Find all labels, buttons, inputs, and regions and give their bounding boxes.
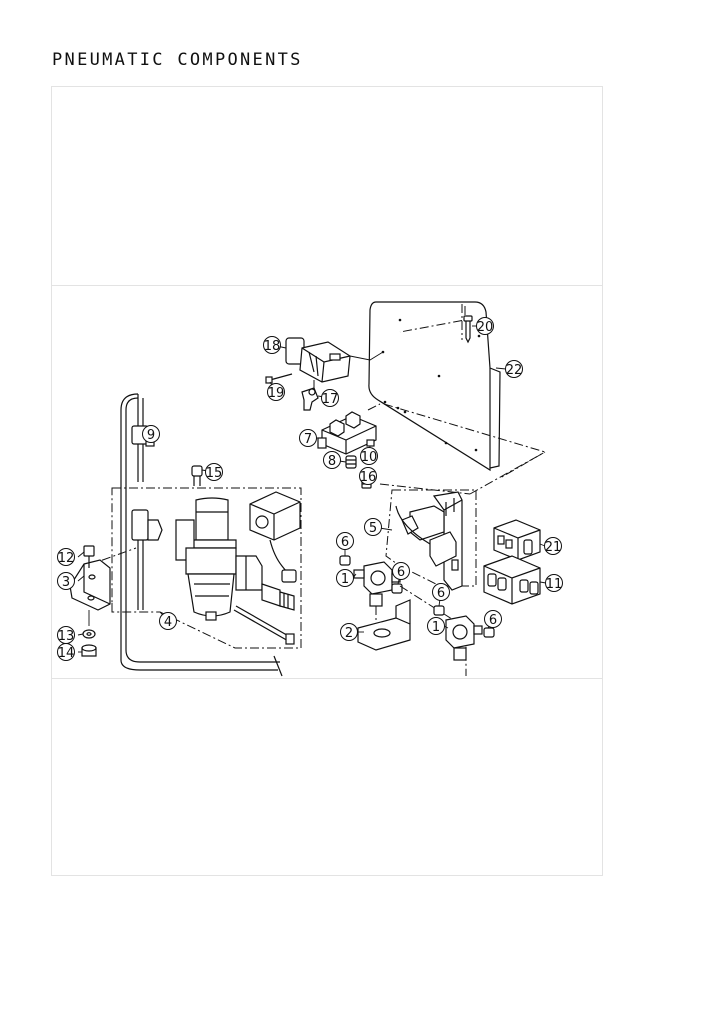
fitting-6-c xyxy=(433,605,445,616)
outlet-fitting xyxy=(261,583,295,611)
bracket-2 xyxy=(357,599,411,651)
inlet-fitting-15 xyxy=(191,465,203,486)
callout-8: 8 xyxy=(323,451,341,469)
callout-6-d: 6 xyxy=(484,610,502,628)
cable-tie xyxy=(233,605,295,645)
fitting-8 xyxy=(345,455,357,469)
elbow-fitting-17 xyxy=(301,387,319,411)
svg-text:13: 13 xyxy=(58,629,75,644)
svg-text:9: 9 xyxy=(147,428,155,443)
frame-divider-bottom xyxy=(52,678,602,679)
bolt-12 xyxy=(83,545,95,568)
page-title: PNEUMATIC COMPONENTS xyxy=(52,50,303,70)
regulator-right xyxy=(445,615,483,661)
air-tube xyxy=(120,393,283,677)
callout-12: 12 xyxy=(57,548,75,566)
callout-6-a: 6 xyxy=(336,532,354,550)
callout-22: 22 xyxy=(505,360,523,378)
callout-11: 11 xyxy=(545,574,563,592)
callout-1-a: 1 xyxy=(336,569,354,587)
callout-6-b: 6 xyxy=(392,562,410,580)
svg-text:14: 14 xyxy=(58,646,75,661)
callout-16: 16 xyxy=(359,467,377,485)
callout-9: 9 xyxy=(142,425,160,443)
mounting-plate xyxy=(368,301,501,472)
callout-14: 14 xyxy=(57,643,75,661)
svg-text:8: 8 xyxy=(328,454,336,469)
callout-15: 15 xyxy=(205,463,223,481)
svg-text:15: 15 xyxy=(206,466,223,481)
svg-text:6: 6 xyxy=(437,586,445,601)
svg-text:22: 22 xyxy=(506,363,523,378)
svg-text:20: 20 xyxy=(477,320,494,335)
svg-text:3: 3 xyxy=(62,575,70,590)
svg-text:1: 1 xyxy=(341,572,349,587)
callout-10: 10 xyxy=(360,447,378,465)
bracket-3 xyxy=(69,559,111,611)
tee-fitting-lower xyxy=(131,509,163,610)
svg-text:6: 6 xyxy=(397,565,405,580)
washer-13 xyxy=(82,629,96,639)
svg-text:6: 6 xyxy=(489,613,497,628)
callout-1-b: 1 xyxy=(427,617,445,635)
callout-21: 21 xyxy=(544,537,562,555)
diagram-frame xyxy=(51,86,603,876)
callout-4: 4 xyxy=(159,612,177,630)
solenoid-valve-21 xyxy=(493,519,541,561)
svg-text:19: 19 xyxy=(268,386,285,401)
svg-text:16: 16 xyxy=(360,470,377,485)
callout-3: 3 xyxy=(57,572,75,590)
pressure-switch xyxy=(249,491,301,583)
fitting-6-a xyxy=(339,555,351,566)
svg-text:7: 7 xyxy=(304,432,312,447)
svg-text:2: 2 xyxy=(345,626,353,641)
callout-7: 7 xyxy=(299,429,317,447)
svg-text:18: 18 xyxy=(264,339,281,354)
regulator-block xyxy=(395,491,463,591)
screw-20 xyxy=(463,315,473,344)
callout-5: 5 xyxy=(364,518,382,536)
valve-manifold xyxy=(317,411,377,455)
svg-text:1: 1 xyxy=(432,620,440,635)
fitting-10 xyxy=(366,439,375,447)
callout-6-c: 6 xyxy=(432,583,450,601)
frame-divider-top xyxy=(52,285,602,286)
solenoid-valve-top xyxy=(285,337,351,383)
solenoid-valve-11 xyxy=(483,555,541,605)
svg-text:4: 4 xyxy=(164,615,172,630)
fitting-6-d xyxy=(483,627,495,638)
callout-20: 20 xyxy=(476,317,494,335)
svg-text:21: 21 xyxy=(545,540,562,555)
filter-regulator xyxy=(175,497,263,621)
callout-19: 19 xyxy=(267,383,285,401)
svg-text:17: 17 xyxy=(322,392,339,407)
fitting-6-b xyxy=(391,583,403,594)
callout-18: 18 xyxy=(263,336,281,354)
svg-text:6: 6 xyxy=(341,535,349,550)
nut-14 xyxy=(81,644,97,657)
screw-19 xyxy=(265,373,293,384)
svg-text:12: 12 xyxy=(58,551,75,566)
callout-17: 17 xyxy=(321,389,339,407)
callout-2: 2 xyxy=(340,623,358,641)
callout-13: 13 xyxy=(57,626,75,644)
svg-text:5: 5 xyxy=(369,521,377,536)
svg-text:11: 11 xyxy=(546,577,563,592)
svg-text:10: 10 xyxy=(361,450,378,465)
